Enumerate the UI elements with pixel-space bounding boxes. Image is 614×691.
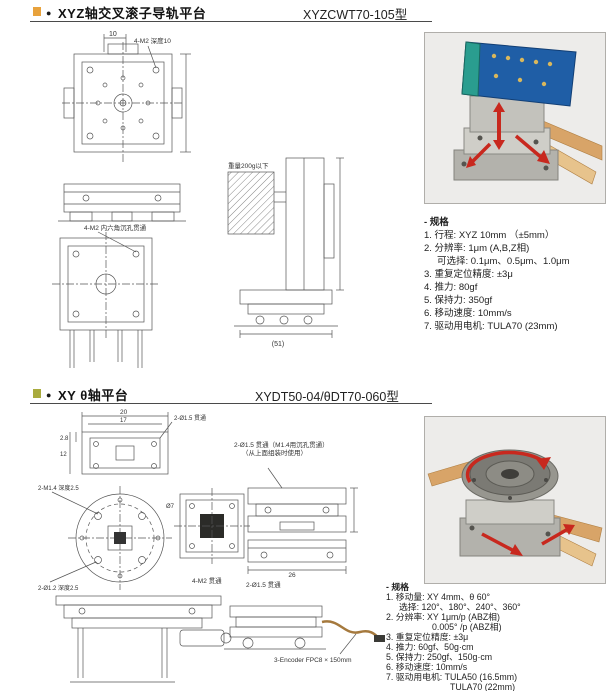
specs-heading: - 规格	[424, 217, 449, 228]
dim-label-20: 20	[120, 409, 128, 416]
spec-item: 4. 推力: 60gf、50g·cm	[386, 642, 474, 652]
dim-label-12: 12	[60, 452, 67, 458]
drawing-xyz-side-view	[58, 183, 186, 222]
spec-item: 4. 推力: 80gf	[424, 282, 478, 293]
section1-title: XYZ轴交叉滚子导轨平台	[58, 6, 207, 21]
hole-note-m14-line2: （从上面组装时使用）	[242, 450, 307, 457]
spec-item: 选择: 120°、180°、240°、360°	[399, 602, 521, 612]
section2-bullet-icon: ●	[46, 390, 52, 400]
drawing-xyt-fpc-view: 3-Encoder FPC8 × 150mm	[224, 605, 385, 664]
spec-item: 3. 重复定位精度: ±3μ	[386, 632, 469, 642]
spec-item: 5. 保持力: 250gf、150g·cm	[386, 652, 493, 662]
section1-specs: - 规格 1. 行程: XYZ 10mm （±5mm） 2. 分辨率: 1μm …	[424, 216, 610, 333]
section1-bullet-icon: ●	[46, 8, 52, 18]
section2-title: XY θ轴平台	[58, 388, 129, 403]
spec-item: 5. 保持力: 350gf	[424, 295, 493, 306]
drawing-xyt-side-view	[55, 595, 232, 683]
rotation-arrow-icon	[465, 450, 551, 483]
drawing-xyz-bottom-view: 4-M2 内六角沉孔贯通	[52, 223, 160, 368]
hole-note-15: 2-Ø1.5 贯通	[246, 582, 281, 589]
motion-arrows-icon	[481, 524, 575, 556]
tap-note-top: 4-M2 深度10	[134, 36, 171, 45]
section2-specs: - 规格 1. 移动量: XY 4mm、θ 60° 选择: 120°、180°、…	[386, 582, 610, 691]
dim-label-17: 17	[120, 418, 127, 424]
section2-marker	[33, 389, 41, 398]
dim-label-26: 26	[288, 572, 296, 578]
spec-item: TULA70 (22mm)	[450, 682, 516, 691]
section2-underline	[30, 403, 432, 404]
drawing-xyt-top-view: 20 17 2.8 12 2-Ø1.5 贯通	[60, 409, 206, 475]
spec-item: 6. 移动速度: 10mm/s	[424, 308, 512, 319]
tap-note-4m2: 4-M2 贯通	[192, 578, 222, 585]
section1-underline	[30, 21, 432, 22]
motion-arrows-icon	[466, 102, 550, 168]
product-photo-xyt-stage	[424, 416, 606, 584]
dia-label-7: Ø7	[166, 504, 175, 510]
spec-item: 7. 驱动用电机: TULA70 (23mm)	[424, 321, 558, 332]
dim-label-2-8: 2.8	[60, 436, 69, 442]
drawing-theta-circle-view: 2-M1.4 深度2.5 2-Ø1.2 深度2.5 Ø7	[38, 484, 175, 592]
drawing-xyt-section-view: 26	[247, 467, 358, 578]
hole-note-m14-line1: 2-Ø1.5 贯通（M1.4用沉孔贯通）	[234, 442, 329, 449]
section1-model: XYZCWT70-105型	[303, 8, 408, 22]
tap-note-m14: 2-M1.4 深度2.5	[38, 484, 79, 492]
hole-note-top: 2-Ø1.5 贯通	[174, 414, 206, 422]
spec-item: 0.005° /p (ABZ相)	[432, 622, 502, 632]
hole-note-12: 2-Ø1.2 深度2.5	[38, 584, 79, 592]
spec-item: 2. 分辨率: XY 1μm/p (ABZ相)	[386, 612, 500, 622]
spec-item: 1. 移动量: XY 4mm、θ 60°	[386, 592, 491, 602]
drawing-xyt-plate-view	[174, 488, 250, 564]
spec-item: 6. 移动速度: 10mm/s	[386, 662, 468, 672]
product-photo-xyz-stage	[424, 32, 606, 204]
section1-marker	[33, 7, 41, 16]
drawing-xyz-assembly-view: 重量200g以下 (51)	[227, 157, 344, 348]
tap-note-bottom: 4-M2 内六角沉孔贯通	[84, 223, 147, 232]
weight-note: 重量200g以下	[228, 162, 269, 170]
dim-label-51: (51)	[272, 341, 284, 348]
section2-model: XYDT50-04/θDT70-060型	[255, 390, 399, 404]
spec-item: 1. 行程: XYZ 10mm （±5mm）	[424, 230, 555, 241]
fpc-note: 3-Encoder FPC8 × 150mm	[274, 657, 352, 664]
spec-item: 3. 重复定位精度: ±3μ	[424, 269, 513, 280]
spec-item: 可选择: 0.1μm、0.5μm、1.0μm	[437, 256, 570, 267]
dim-label-10: 10	[109, 31, 117, 38]
drawing-xyz-front-view: 10 4-M2 深度10	[62, 31, 191, 164]
spec-item: 7. 驱动用电机: TULA50 (16.5mm)	[386, 672, 518, 682]
spec-item: 2. 分辨率: 1μm (A,B,Z相)	[424, 243, 530, 254]
specs-heading: - 规格	[386, 582, 409, 592]
